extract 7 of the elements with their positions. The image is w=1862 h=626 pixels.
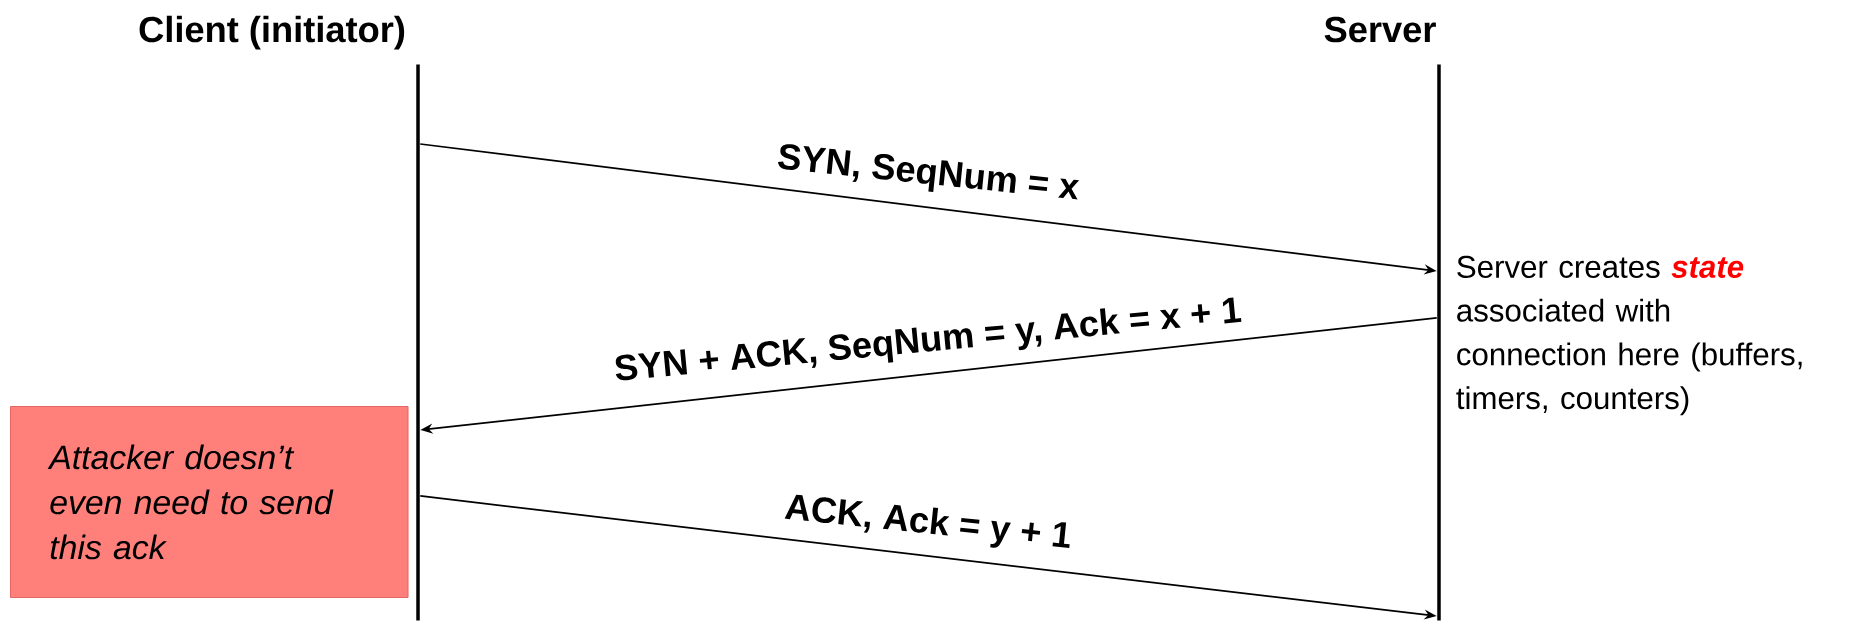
- lifeline-heading: Server: [1324, 16, 1436, 43]
- annotation: Server creates state associated with connection here (buffers, timers, counters): [1456, 255, 1802, 416]
- note-box: Attacker doesn’t even need to send this ack: [10, 406, 409, 598]
- message-label: SYN, SeqNum = x: [778, 144, 1080, 200]
- message-label: ACK, Ack = y + 1: [784, 494, 1070, 548]
- message-label: SYN + ACK, SeqNum = y, Ack = x + 1: [615, 297, 1242, 381]
- lifeline-heading: Client (initiator): [139, 15, 405, 50]
